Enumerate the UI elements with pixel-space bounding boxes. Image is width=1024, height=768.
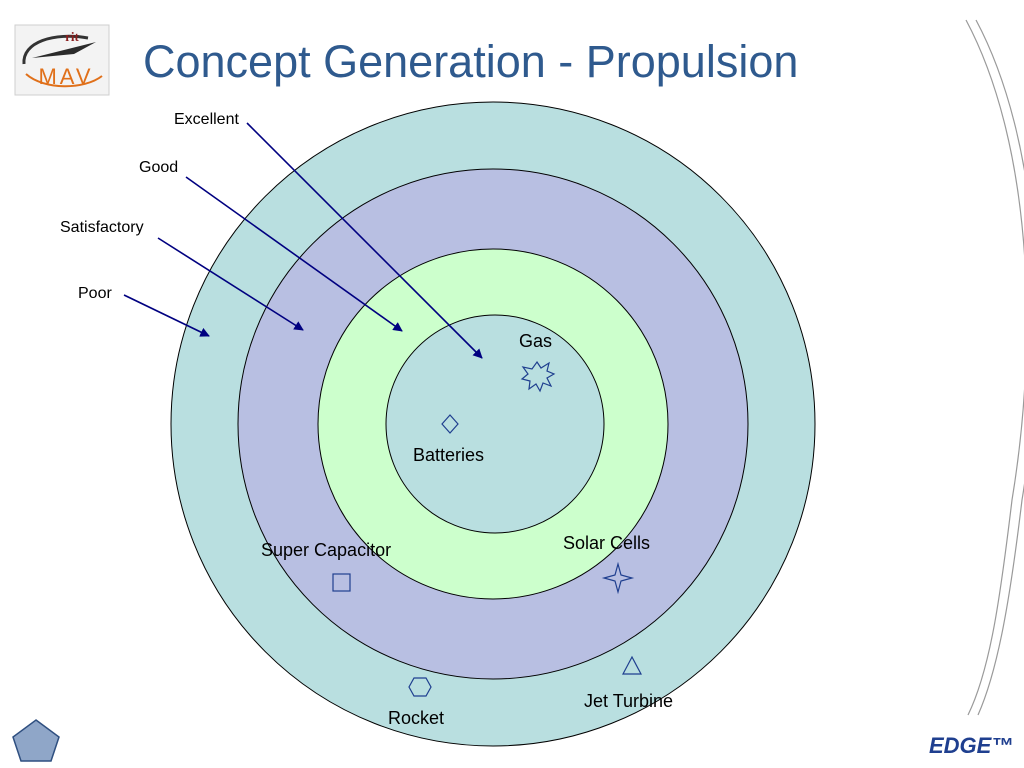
decorative-curve — [965, 19, 1024, 716]
concept-label-solar-cells: Solar Cells — [563, 533, 650, 553]
logo-top-text: rit — [65, 29, 79, 44]
square-icon — [332, 573, 351, 592]
pentagon-icon[interactable] — [12, 719, 60, 762]
explosion-icon — [520, 360, 556, 393]
logo-bottom-text: MAV — [38, 64, 93, 89]
concept-label-super-capacitor: Super Capacitor — [261, 540, 391, 560]
diamond-icon — [441, 414, 459, 434]
arrow-satisfactory — [157, 237, 304, 331]
ring-label-excellent: Excellent — [174, 111, 239, 128]
hexagon-icon — [408, 677, 432, 697]
arrow-good — [185, 176, 403, 332]
ring-label-satisfactory: Satisfactory — [60, 219, 144, 236]
arrow-excellent — [246, 122, 483, 359]
four-point-star-icon — [601, 561, 635, 595]
arrow-poor — [123, 294, 210, 337]
concept-label-rocket: Rocket — [388, 708, 444, 728]
concept-label-batteries: Batteries — [413, 445, 484, 465]
ring-excellent — [385, 314, 605, 534]
page-title: Concept Generation - Propulsion — [143, 36, 799, 87]
decorative-curve — [975, 19, 1024, 716]
concept-label-gas: Gas — [519, 331, 552, 351]
triangle-icon — [622, 655, 642, 675]
edge-brand: EDGE™ — [929, 733, 1014, 758]
ring-label-poor: Poor — [78, 285, 112, 302]
concept-label-jet-turbine: Jet Turbine — [584, 691, 673, 711]
rit-mav-logo: rit MAV — [14, 24, 110, 96]
ring-label-good: Good — [139, 159, 178, 176]
